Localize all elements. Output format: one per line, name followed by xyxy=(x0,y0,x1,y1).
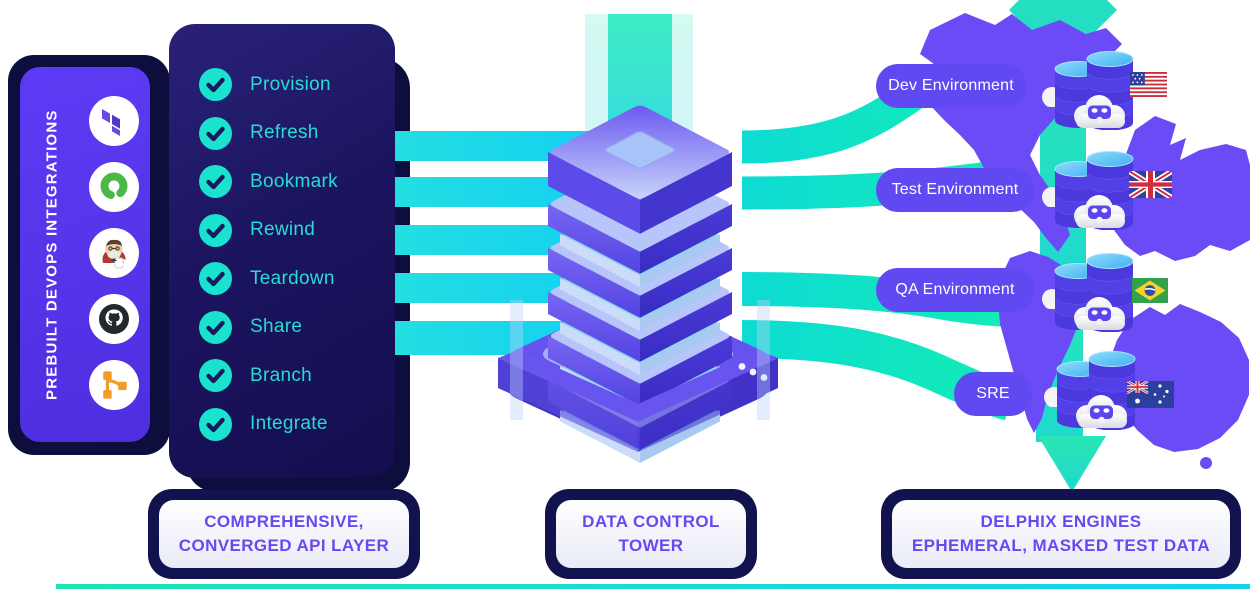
us-flag-icon xyxy=(1130,72,1167,97)
checklist-item: Integrate xyxy=(199,407,395,441)
checkmark-icon xyxy=(199,359,232,392)
pill-qa-environment: QA Environment xyxy=(876,268,1034,312)
europe-map xyxy=(1095,116,1250,261)
status-dots xyxy=(738,363,768,381)
pill-label: Dev Environment xyxy=(888,77,1014,94)
checkmark-icon xyxy=(199,116,232,150)
test-database-cluster xyxy=(1041,151,1134,230)
checklist-label: Teardown xyxy=(250,267,335,289)
checklist-label: Share xyxy=(250,316,303,337)
api-layer-label-box: COMPREHENSIVE, CONVERGED API LAYER xyxy=(148,489,420,579)
green-ring-logo-icon xyxy=(89,162,139,212)
checkmark-icon xyxy=(199,407,232,441)
checklist-label: Refresh xyxy=(250,122,319,143)
checklist-label: Bookmark xyxy=(250,170,338,192)
tasmania-map xyxy=(1200,457,1212,469)
checklist-item: Branch xyxy=(199,359,395,392)
operations-checklist: Provision Refresh Bookmark Rewind Teardo… xyxy=(169,24,395,478)
label-line: DELPHIX ENGINES xyxy=(980,512,1142,532)
github-icon xyxy=(89,294,139,344)
australia-map xyxy=(1109,304,1249,452)
checklist-item: Provision xyxy=(199,68,395,101)
checkmark-icon xyxy=(199,213,232,247)
tower-cap xyxy=(548,105,732,234)
git-branch-icon xyxy=(89,360,139,410)
pill-label: Test Environment xyxy=(891,181,1019,198)
terraform-icon xyxy=(89,96,139,146)
checklist-label: Rewind xyxy=(250,219,316,240)
integration-icons xyxy=(89,96,139,410)
pill-label: QA Environment xyxy=(895,281,1015,298)
label-line: COMPREHENSIVE, xyxy=(204,512,364,532)
pill-sre: SRE xyxy=(954,372,1032,416)
platform-front-rim xyxy=(498,300,778,452)
checkmark-icon xyxy=(199,310,232,344)
pill-dev-environment: Dev Environment xyxy=(876,64,1026,108)
jenkins-icon xyxy=(89,228,139,278)
checkmark-icon xyxy=(199,262,232,295)
label-line: CONVERGED API LAYER xyxy=(178,536,390,555)
checklist-label: Branch xyxy=(250,364,313,386)
bottom-accent-line xyxy=(56,584,1250,589)
glass-column xyxy=(510,300,523,420)
label-line: TOWER xyxy=(618,536,684,555)
uk-flag-icon xyxy=(1129,171,1172,198)
label-line: EPHEMERAL, MASKED TEST DATA xyxy=(911,536,1211,555)
qa-database-cluster xyxy=(1041,253,1134,332)
checklist-item: Bookmark xyxy=(199,165,395,198)
integrations-sidebar: PREBUILT DEVOPS INTEGRATIONS xyxy=(20,67,150,442)
checkmark-icon xyxy=(199,165,232,198)
delphix-engines-label-box: DELPHIX ENGINES EPHEMERAL, MASKED TEST D… xyxy=(881,489,1241,579)
data-control-tower-illustration xyxy=(498,14,778,463)
label-line: DATA CONTROL xyxy=(582,512,720,532)
pill-label: SRE xyxy=(976,385,1010,402)
checklist-item: Teardown xyxy=(199,262,395,295)
checklist-item: Rewind xyxy=(199,213,395,247)
checkmark-icon xyxy=(199,68,232,101)
brazil-flag-icon xyxy=(1132,278,1168,303)
dev-database-cluster xyxy=(1041,51,1134,130)
data-control-tower-label-box: DATA CONTROL TOWER xyxy=(545,489,757,579)
pill-test-environment: Test Environment xyxy=(876,168,1034,212)
glass-column xyxy=(757,300,770,420)
checklist-item: Share xyxy=(199,310,395,344)
checklist-label: Integrate xyxy=(250,413,328,434)
australia-flag-icon xyxy=(1127,381,1174,408)
checklist-label: Provision xyxy=(250,73,331,95)
checklist-item: Refresh xyxy=(199,116,395,150)
